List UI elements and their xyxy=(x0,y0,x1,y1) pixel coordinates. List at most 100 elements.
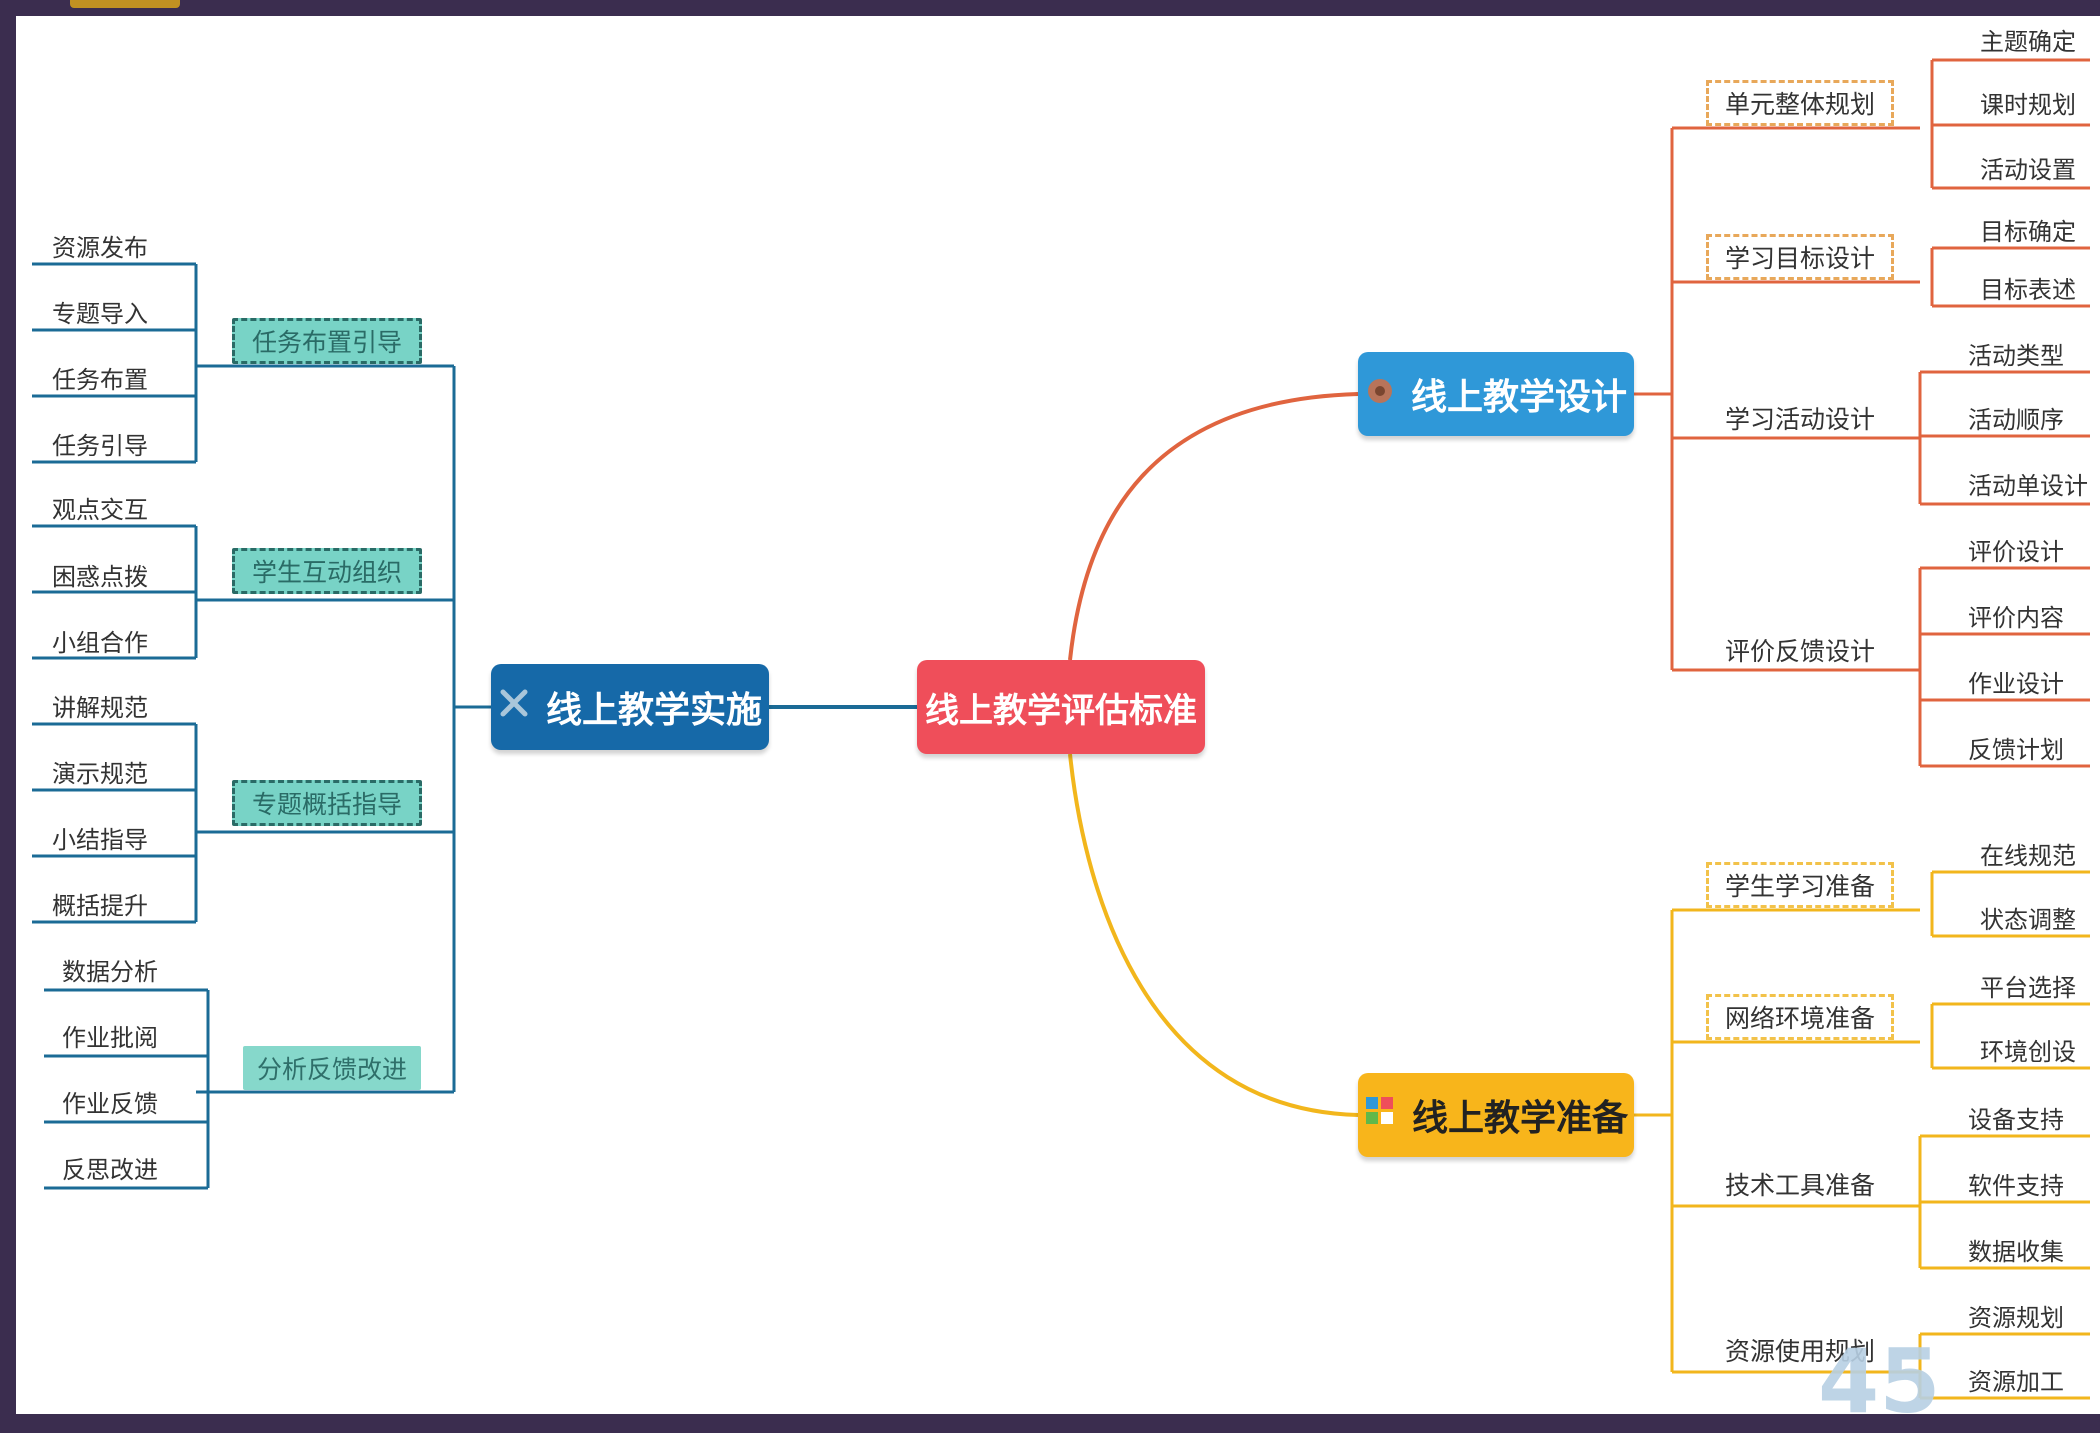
leaf-label: 任务引导 xyxy=(52,431,148,460)
leaf-label: 设备支持 xyxy=(1968,1105,2064,1134)
leaf-label: 环境创设 xyxy=(1980,1037,2076,1066)
blocks-icon xyxy=(1364,1095,1396,1136)
leaf[interactable]: 环境创设 xyxy=(1976,1032,2096,1066)
leaf-label: 任务布置 xyxy=(52,365,148,394)
leaf-label: 目标表述 xyxy=(1980,275,2076,304)
leaf-label: 评价内容 xyxy=(1968,603,2064,632)
leaf-label: 概括提升 xyxy=(52,891,148,920)
impl-sub-interaction-label: 学生互动组织 xyxy=(251,558,402,587)
branch-preparation-label: 线上教学准备 xyxy=(1411,1098,1628,1139)
leaf-label: 作业批阅 xyxy=(62,1023,158,1052)
leaf[interactable]: 评价内容 xyxy=(1964,598,2096,632)
prep-sub-network[interactable]: 网络环境准备 xyxy=(1706,994,1894,1040)
branch-design[interactable]: 线上教学设计 xyxy=(1358,352,1634,436)
leaf[interactable]: 任务引导 xyxy=(48,426,198,460)
leaf[interactable]: 在线规范 xyxy=(1976,836,2096,870)
prep-sub-tools-label: 技术工具准备 xyxy=(1724,1171,1875,1200)
leaf-label: 活动单设计 xyxy=(1968,471,2088,500)
leaf-label: 数据收集 xyxy=(1968,1237,2064,1266)
prep-sub-student[interactable]: 学生学习准备 xyxy=(1706,862,1894,908)
leaf-label: 讲解规范 xyxy=(52,693,148,722)
leaf[interactable]: 活动顺序 xyxy=(1964,400,2096,434)
leaf-label: 资源加工 xyxy=(1968,1367,2064,1396)
connector-root-design xyxy=(1068,392,1359,661)
design-sub-unit[interactable]: 单元整体规划 xyxy=(1706,80,1894,126)
root-label: 线上教学评估标准 xyxy=(925,690,1197,731)
impl-sub-task[interactable]: 任务布置引导 xyxy=(232,318,422,364)
design-sub-goal[interactable]: 学习目标设计 xyxy=(1706,234,1894,280)
leaf[interactable]: 目标确定 xyxy=(1976,212,2096,246)
branch-preparation[interactable]: 线上教学准备 xyxy=(1358,1073,1634,1157)
leaf[interactable]: 困惑点拨 xyxy=(48,557,198,591)
leaf[interactable]: 评价设计 xyxy=(1964,532,2096,566)
impl-sub-task-label: 任务布置引导 xyxy=(251,328,402,357)
leaf[interactable]: 活动单设计 xyxy=(1964,466,2096,500)
leaf[interactable]: 演示规范 xyxy=(48,754,198,788)
leaf-label: 活动设置 xyxy=(1980,155,2076,184)
leaf-label: 困惑点拨 xyxy=(52,562,148,591)
leaf[interactable]: 反馈计划 xyxy=(1964,730,2096,764)
impl-sub-feedback[interactable]: 分析反馈改进 xyxy=(243,1046,421,1090)
connector-root-prep xyxy=(1068,753,1359,1117)
leaf-label: 观点交互 xyxy=(52,495,148,524)
leaf[interactable]: 数据分析 xyxy=(58,952,208,986)
page-number: 45 xyxy=(1818,1330,1941,1433)
branch-implementation-label: 线上教学实施 xyxy=(545,690,762,731)
leaf[interactable]: 观点交互 xyxy=(48,490,198,524)
leaf-label: 资源发布 xyxy=(52,233,148,262)
prep-sub-student-label: 学生学习准备 xyxy=(1724,872,1875,901)
leaf[interactable]: 资源发布 xyxy=(48,228,198,262)
leaf[interactable]: 数据收集 xyxy=(1964,1232,2096,1266)
design-sub-goal-label: 学习目标设计 xyxy=(1724,244,1875,273)
prep-sub-tools[interactable]: 技术工具准备 xyxy=(1706,1164,1894,1204)
leaf[interactable]: 作业反馈 xyxy=(58,1084,208,1118)
leaf-label: 小组合作 xyxy=(52,628,148,657)
leaf-label: 小结指导 xyxy=(52,825,148,854)
leaf[interactable]: 小结指导 xyxy=(48,820,198,854)
leaf[interactable]: 状态调整 xyxy=(1976,900,2096,934)
leaf[interactable]: 设备支持 xyxy=(1964,1100,2096,1134)
leaf[interactable]: 课时规划 xyxy=(1976,85,2096,119)
impl-sub-summary[interactable]: 专题概括指导 xyxy=(232,780,422,826)
leaf[interactable]: 作业批阅 xyxy=(58,1018,208,1052)
leaf[interactable]: 反思改进 xyxy=(58,1150,208,1184)
leaf[interactable]: 讲解规范 xyxy=(48,688,198,722)
leaf[interactable]: 活动设置 xyxy=(1976,150,2096,184)
leaf[interactable]: 主题确定 xyxy=(1976,22,2096,56)
impl-sub-feedback-label: 分析反馈改进 xyxy=(256,1055,407,1084)
leaf[interactable]: 小组合作 xyxy=(48,623,198,657)
leaf-label: 作业设计 xyxy=(1968,669,2064,698)
prep-sub-network-label: 网络环境准备 xyxy=(1724,1004,1875,1033)
design-sub-unit-label: 单元整体规划 xyxy=(1724,90,1875,119)
design-sub-evaluation-label: 评价反馈设计 xyxy=(1724,637,1875,666)
design-sub-evaluation[interactable]: 评价反馈设计 xyxy=(1706,630,1894,670)
design-sub-activity[interactable]: 学习活动设计 xyxy=(1706,398,1894,438)
leaf[interactable]: 资源加工 xyxy=(1964,1362,2096,1396)
branch-design-label: 线上教学设计 xyxy=(1410,377,1627,418)
impl-sub-interaction[interactable]: 学生互动组织 xyxy=(232,548,422,594)
window-frame xyxy=(0,0,2100,16)
leaf-label: 反馈计划 xyxy=(1968,735,2064,764)
leaf[interactable]: 平台选择 xyxy=(1976,968,2096,1002)
leaf[interactable]: 专题导入 xyxy=(48,294,198,328)
leaf[interactable]: 软件支持 xyxy=(1964,1166,2096,1200)
leaf[interactable]: 活动类型 xyxy=(1964,336,2096,370)
leaf[interactable]: 概括提升 xyxy=(48,886,198,920)
impl-sub-summary-label: 专题概括指导 xyxy=(251,790,402,819)
branch-implementation[interactable]: 线上教学实施 xyxy=(491,664,769,750)
leaf-label: 作业反馈 xyxy=(62,1089,158,1118)
leaf-label: 资源规划 xyxy=(1968,1303,2064,1332)
leaf[interactable]: 资源规划 xyxy=(1964,1298,2096,1332)
leaf-label: 课时规划 xyxy=(1980,90,2076,119)
leaf-label: 平台选择 xyxy=(1980,973,2076,1002)
gear-icon xyxy=(1365,374,1395,415)
root-node[interactable]: 线上教学评估标准 xyxy=(917,660,1205,754)
leaf[interactable]: 作业设计 xyxy=(1964,664,2096,698)
leaf[interactable]: 任务布置 xyxy=(48,360,198,394)
leaf-label: 在线规范 xyxy=(1980,841,2076,870)
leaf-label: 软件支持 xyxy=(1968,1171,2064,1200)
leaf[interactable]: 目标表述 xyxy=(1976,270,2096,304)
leaf-label: 活动顺序 xyxy=(1968,405,2064,434)
